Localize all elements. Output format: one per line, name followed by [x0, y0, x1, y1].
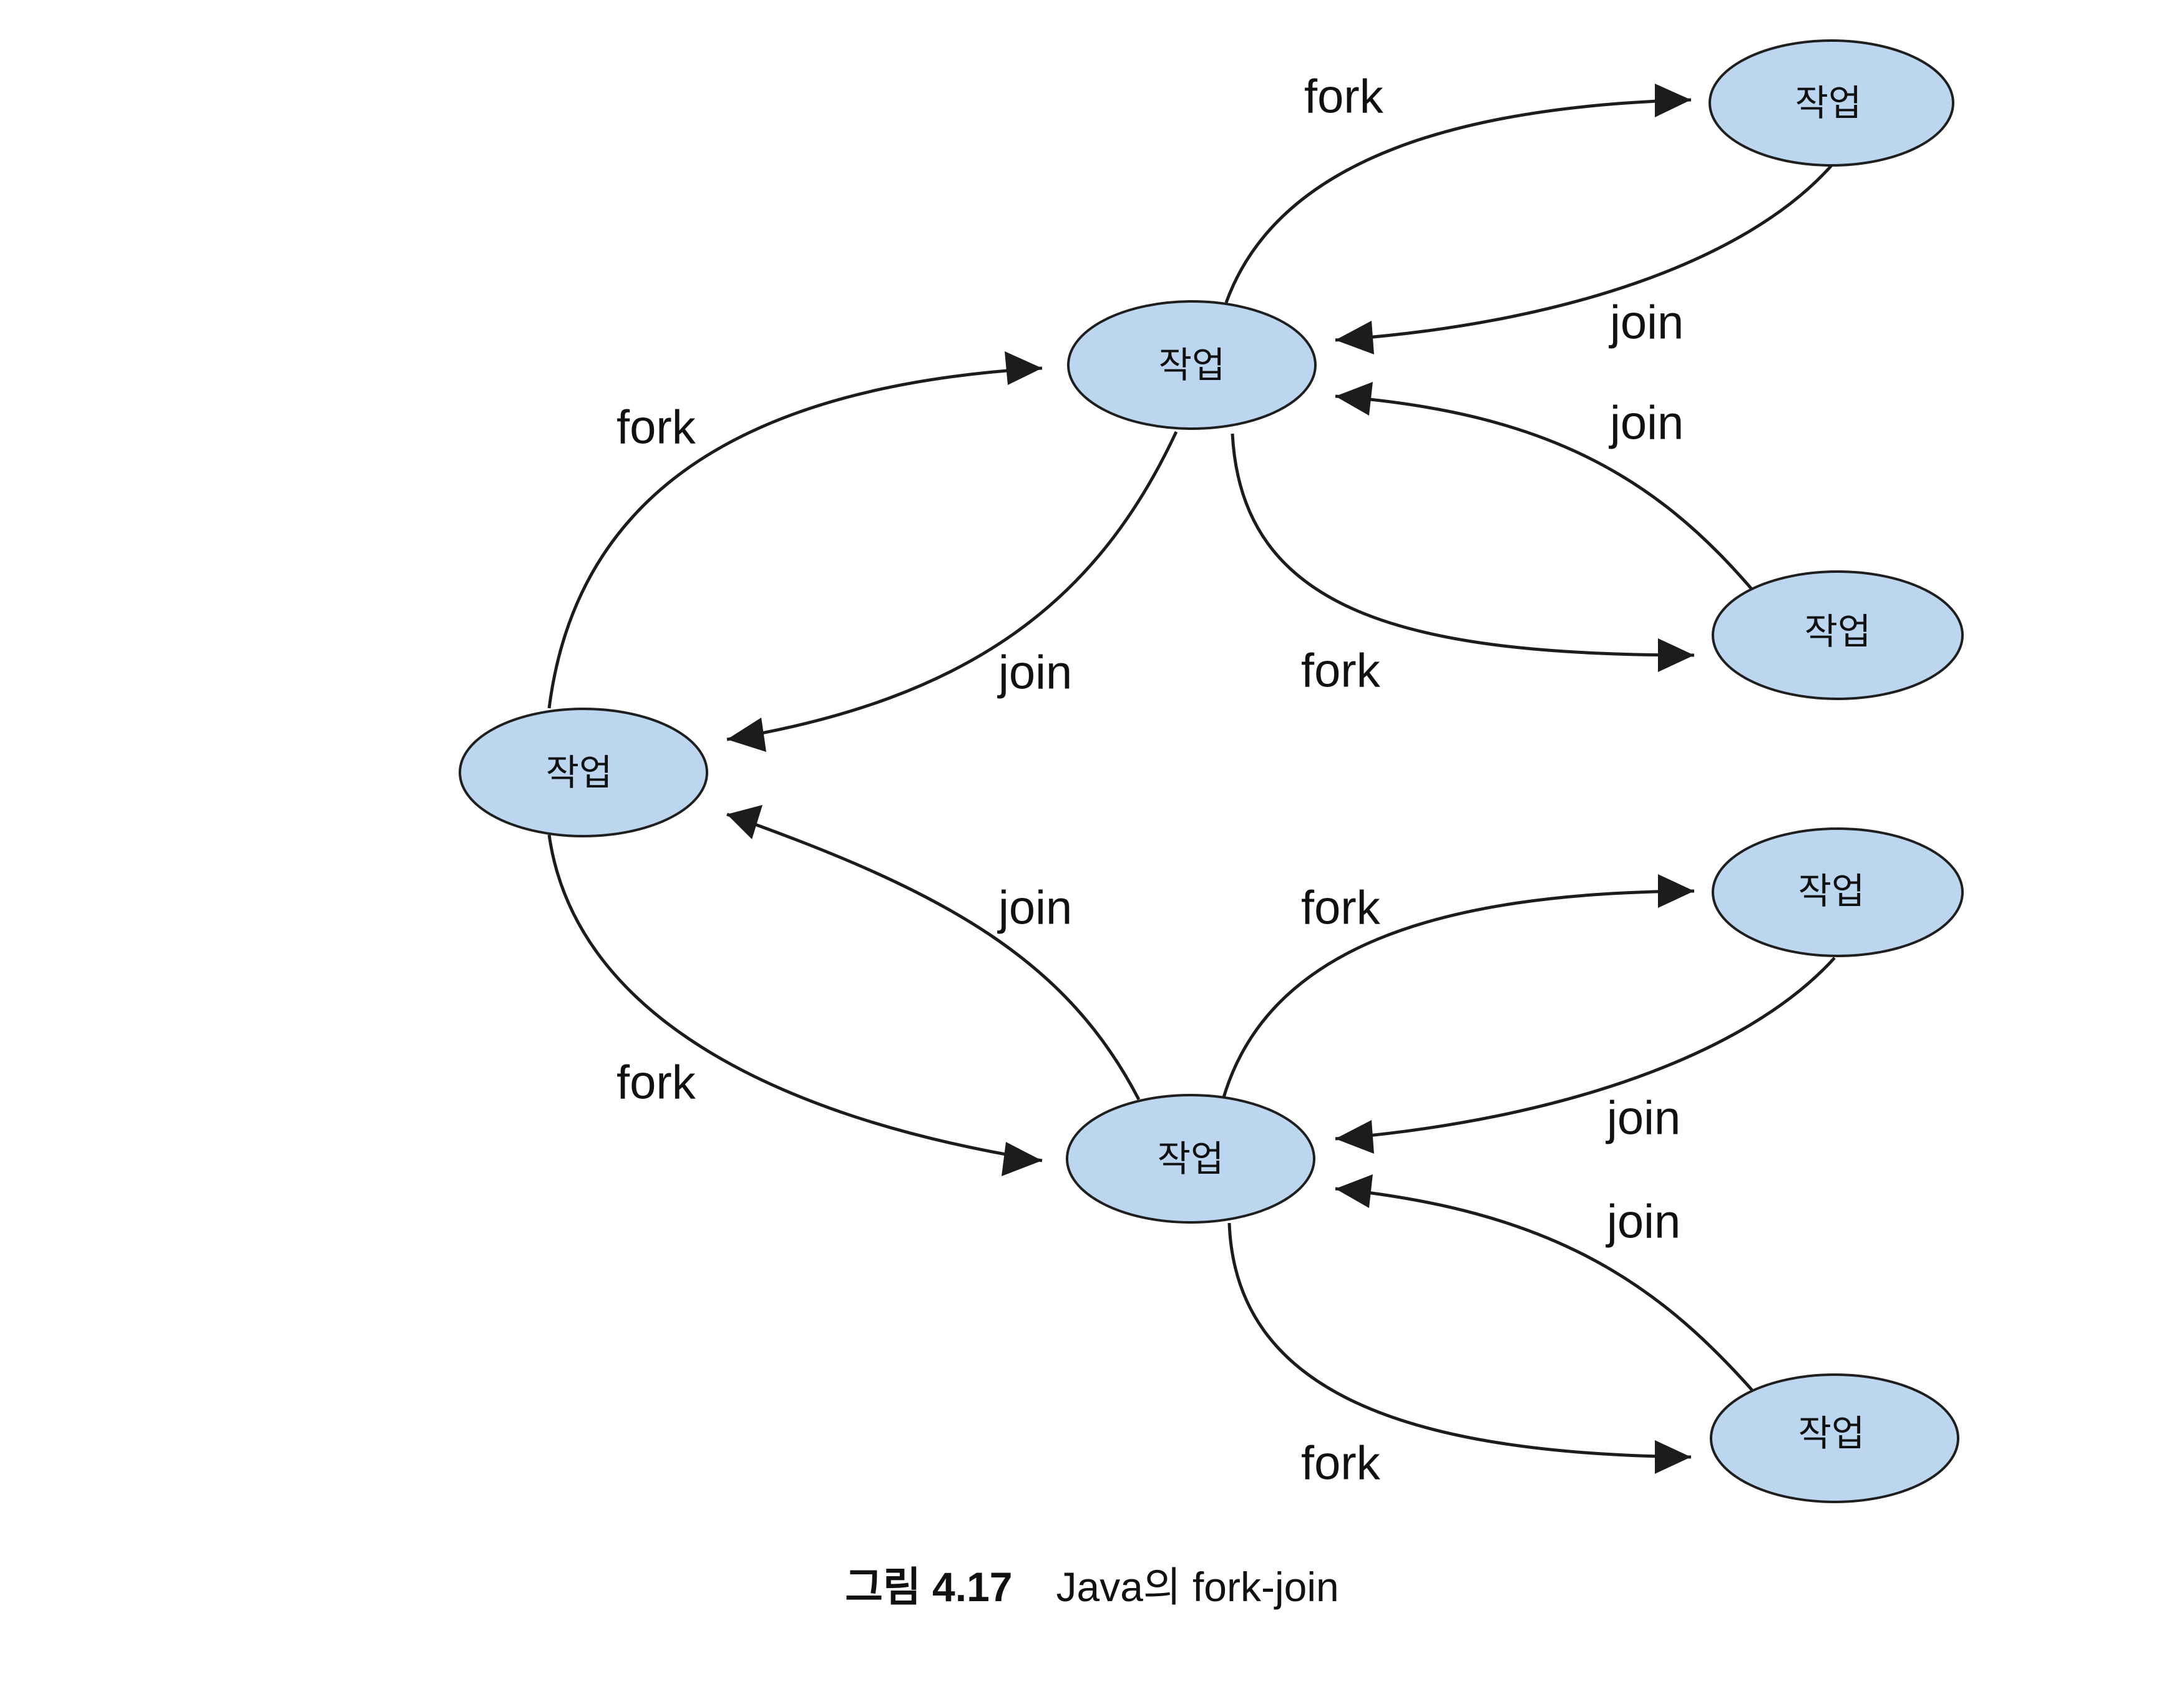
node-upper-mid: 작업 [1067, 300, 1317, 430]
edge-upper-mid-root-join [726, 431, 1178, 741]
edge-lower-mid-root-join [726, 812, 1141, 1101]
edge-label-fork: fork [1301, 645, 1381, 698]
arrowhead [1655, 1440, 1691, 1474]
arrowhead [1335, 321, 1374, 354]
node-label: 작업 [1798, 1412, 1865, 1455]
edge-upper-bottom-upper-mid-join [1335, 394, 1753, 591]
edge-label-join: join [997, 882, 1072, 935]
figure-number: 그림 4.17 [845, 1564, 1013, 1610]
arrowhead [727, 805, 763, 839]
edge-label-join: join [1606, 1092, 1680, 1145]
edge-lower-mid-lower-top-fork [1221, 889, 1695, 1100]
node-lower-top: 작업 [1712, 827, 1964, 957]
node-lower-bottom: 작업 [1710, 1373, 1959, 1503]
edge-upper-mid-upper-bottom-fork [1231, 433, 1695, 657]
edge-label-fork: fork [617, 1056, 696, 1109]
arrowhead [1335, 382, 1373, 416]
arrowhead [727, 718, 766, 752]
edge-label-join: join [1606, 1196, 1680, 1249]
node-root: 작업 [459, 708, 708, 837]
node-label: 작업 [1158, 1138, 1224, 1180]
node-label: 작업 [1805, 610, 1871, 653]
edge-lower-top-lower-mid-join [1335, 957, 1836, 1141]
node-lower-mid: 작업 [1066, 1094, 1315, 1224]
arrowhead [1335, 1174, 1373, 1208]
edge-label-fork: fork [1304, 71, 1384, 124]
edge-lower-bottom-lower-mid-join [1335, 1187, 1753, 1391]
arrowhead [1655, 84, 1691, 117]
edge-label-fork: fork [1301, 882, 1381, 935]
node-label: 작업 [1798, 870, 1865, 912]
arrowhead [1658, 874, 1694, 908]
nodes: 작업 작업 작업 작업 작업 작업 작업 [459, 39, 1964, 1503]
node-label: 작업 [1159, 344, 1226, 386]
edge-upper-top-upper-mid-join [1335, 162, 1835, 342]
edge-label-join: join [1609, 296, 1684, 349]
node-label: 작업 [1795, 82, 1862, 124]
node-upper-top: 작업 [1709, 39, 1954, 167]
edge-label-fork: fork [1301, 1437, 1381, 1490]
edge-root-lower-mid-fork [547, 834, 1043, 1162]
arrowhead [1335, 1120, 1374, 1154]
edge-label-join: join [1609, 397, 1684, 450]
node-upper-bottom: 작업 [1712, 570, 1964, 700]
arrowhead [1005, 351, 1042, 385]
figure-title: Java의 fork-join [1056, 1564, 1339, 1610]
node-label: 작업 [546, 751, 613, 794]
edge-labels: fork join fork join fork join fork join … [617, 71, 1684, 1490]
arrowhead [1002, 1142, 1042, 1176]
edge-label-fork: fork [617, 401, 696, 454]
figure-caption: 그림 4.17 Java의 fork-join [0, 1554, 2184, 1614]
edge-lower-mid-lower-bottom-fork [1227, 1222, 1692, 1459]
arrowheads [727, 84, 1694, 1474]
edge-root-upper-mid-fork [547, 366, 1043, 709]
arrowhead [1658, 638, 1694, 672]
edges [547, 98, 1836, 1459]
edge-label-join: join [997, 646, 1072, 699]
edge-upper-mid-upper-top-fork [1224, 98, 1692, 303]
